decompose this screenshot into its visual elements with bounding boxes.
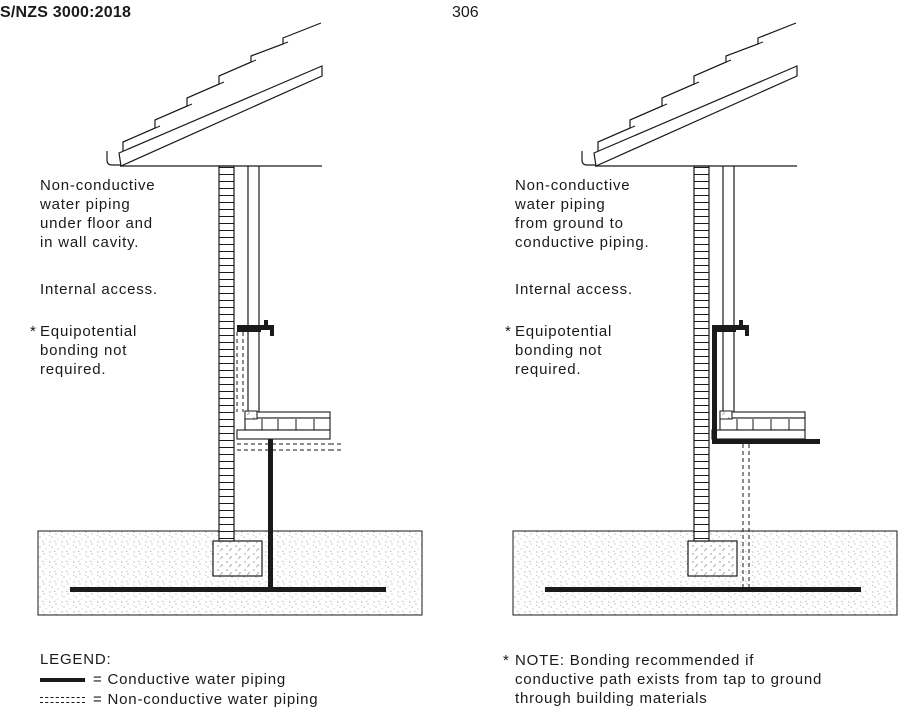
right-conductive-piping bbox=[545, 328, 861, 592]
solid-line-swatch bbox=[40, 674, 85, 686]
right-non-conductive-piping bbox=[742, 444, 750, 589]
left-bonding-label: * Equipotential bonding not required. bbox=[30, 322, 138, 379]
left-description-line: water piping bbox=[40, 196, 131, 213]
legend-non-conductive-label: = Non-conductive water piping bbox=[93, 691, 319, 708]
right-bonding-line: bonding not bbox=[515, 342, 603, 359]
right-description-line: from ground to bbox=[515, 215, 624, 232]
left-description-line: in wall cavity. bbox=[40, 234, 140, 251]
right-description: Non-conductive water piping from ground … bbox=[515, 176, 649, 252]
note-line: through building materials bbox=[515, 690, 708, 707]
left-bonding-line: Equipotential bbox=[40, 323, 138, 340]
legend-title: LEGEND: bbox=[40, 651, 112, 668]
page-number: 306 bbox=[452, 4, 479, 21]
left-conductive-piping bbox=[70, 439, 386, 592]
left-description: Non-conductive water piping under floor … bbox=[40, 176, 155, 252]
left-bonding-line: required. bbox=[40, 361, 107, 378]
note: * NOTE: Bonding recommended if conductiv… bbox=[503, 651, 823, 708]
standard-header: S/NZS 3000:2018 bbox=[0, 4, 132, 21]
dashed-line-swatch bbox=[40, 694, 85, 706]
asterisk: * bbox=[30, 323, 37, 340]
right-description-line: water piping bbox=[515, 196, 606, 213]
right-bonding-line: Equipotential bbox=[515, 323, 613, 340]
legend-conductive-label: = Conductive water piping bbox=[93, 671, 287, 688]
right-description-line: Non-conductive bbox=[515, 177, 631, 194]
left-non-conductive-piping bbox=[236, 332, 344, 451]
right-bonding-line: required. bbox=[515, 361, 582, 378]
left-access-label: Internal access. bbox=[40, 281, 158, 298]
asterisk: * bbox=[505, 323, 512, 340]
right-access-label: Internal access. bbox=[515, 281, 633, 298]
left-bonding-line: bonding not bbox=[40, 342, 128, 359]
note-line: conductive path exists from tap to groun… bbox=[515, 671, 823, 688]
note-line: NOTE: Bonding recommended if bbox=[515, 652, 755, 669]
right-figure bbox=[512, 22, 898, 616]
legend-row-non-conductive: = Non-conductive water piping bbox=[40, 690, 318, 710]
right-bonding-label: * Equipotential bonding not required. bbox=[505, 322, 613, 379]
legend: LEGEND: = Conductive water piping = Non-… bbox=[40, 650, 318, 710]
legend-row-conductive: = Conductive water piping bbox=[40, 670, 318, 690]
asterisk: * bbox=[503, 652, 510, 669]
left-description-line: Non-conductive bbox=[40, 177, 156, 194]
left-figure bbox=[37, 22, 423, 616]
right-description-line: conductive piping. bbox=[515, 234, 650, 251]
left-description-line: under floor and bbox=[40, 215, 153, 232]
